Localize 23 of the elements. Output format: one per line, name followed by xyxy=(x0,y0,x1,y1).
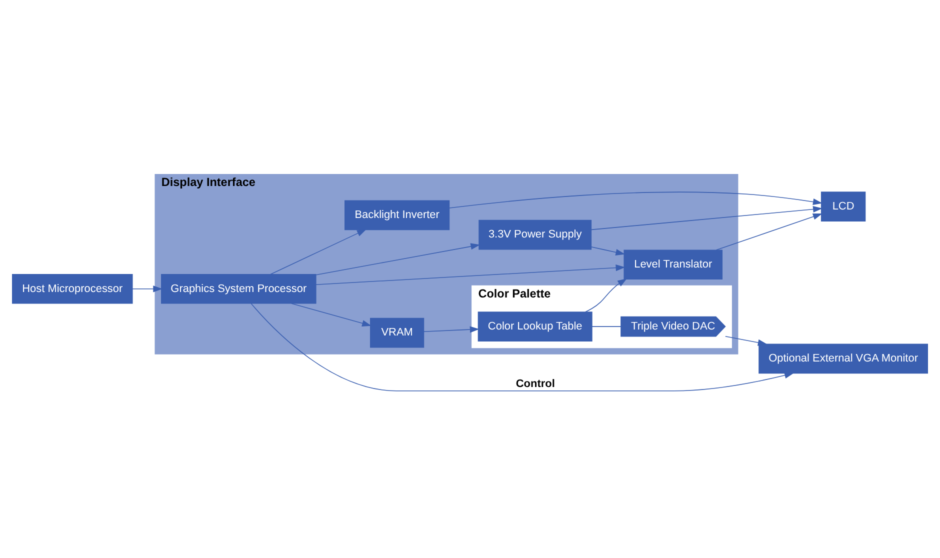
arrow xyxy=(590,246,626,255)
arrow xyxy=(448,191,822,208)
arrow xyxy=(584,278,627,312)
arrow xyxy=(725,335,768,346)
node-box: 3.3V Power Supply xyxy=(478,219,592,250)
node-box: Color Lookup Table xyxy=(478,311,592,341)
arrow xyxy=(716,212,822,250)
arrow xyxy=(250,302,794,391)
arrow xyxy=(316,264,626,285)
arrow xyxy=(423,326,480,332)
node-box: VRAM xyxy=(370,317,424,348)
arrow xyxy=(316,242,480,275)
node-box: Graphics System Processor xyxy=(161,274,316,304)
node-box: Host Microprocessor xyxy=(12,274,133,304)
edge-label: Control xyxy=(516,378,555,390)
arrow xyxy=(291,302,372,326)
node-box: Level Translator xyxy=(624,249,723,279)
node-box: LCD xyxy=(820,191,866,221)
node-box: Backlight Inverter xyxy=(344,200,450,230)
node-box: Optional External VGA Monitor xyxy=(758,343,928,374)
arrow xyxy=(270,228,366,274)
arrow xyxy=(132,285,163,292)
arrow xyxy=(591,205,822,230)
